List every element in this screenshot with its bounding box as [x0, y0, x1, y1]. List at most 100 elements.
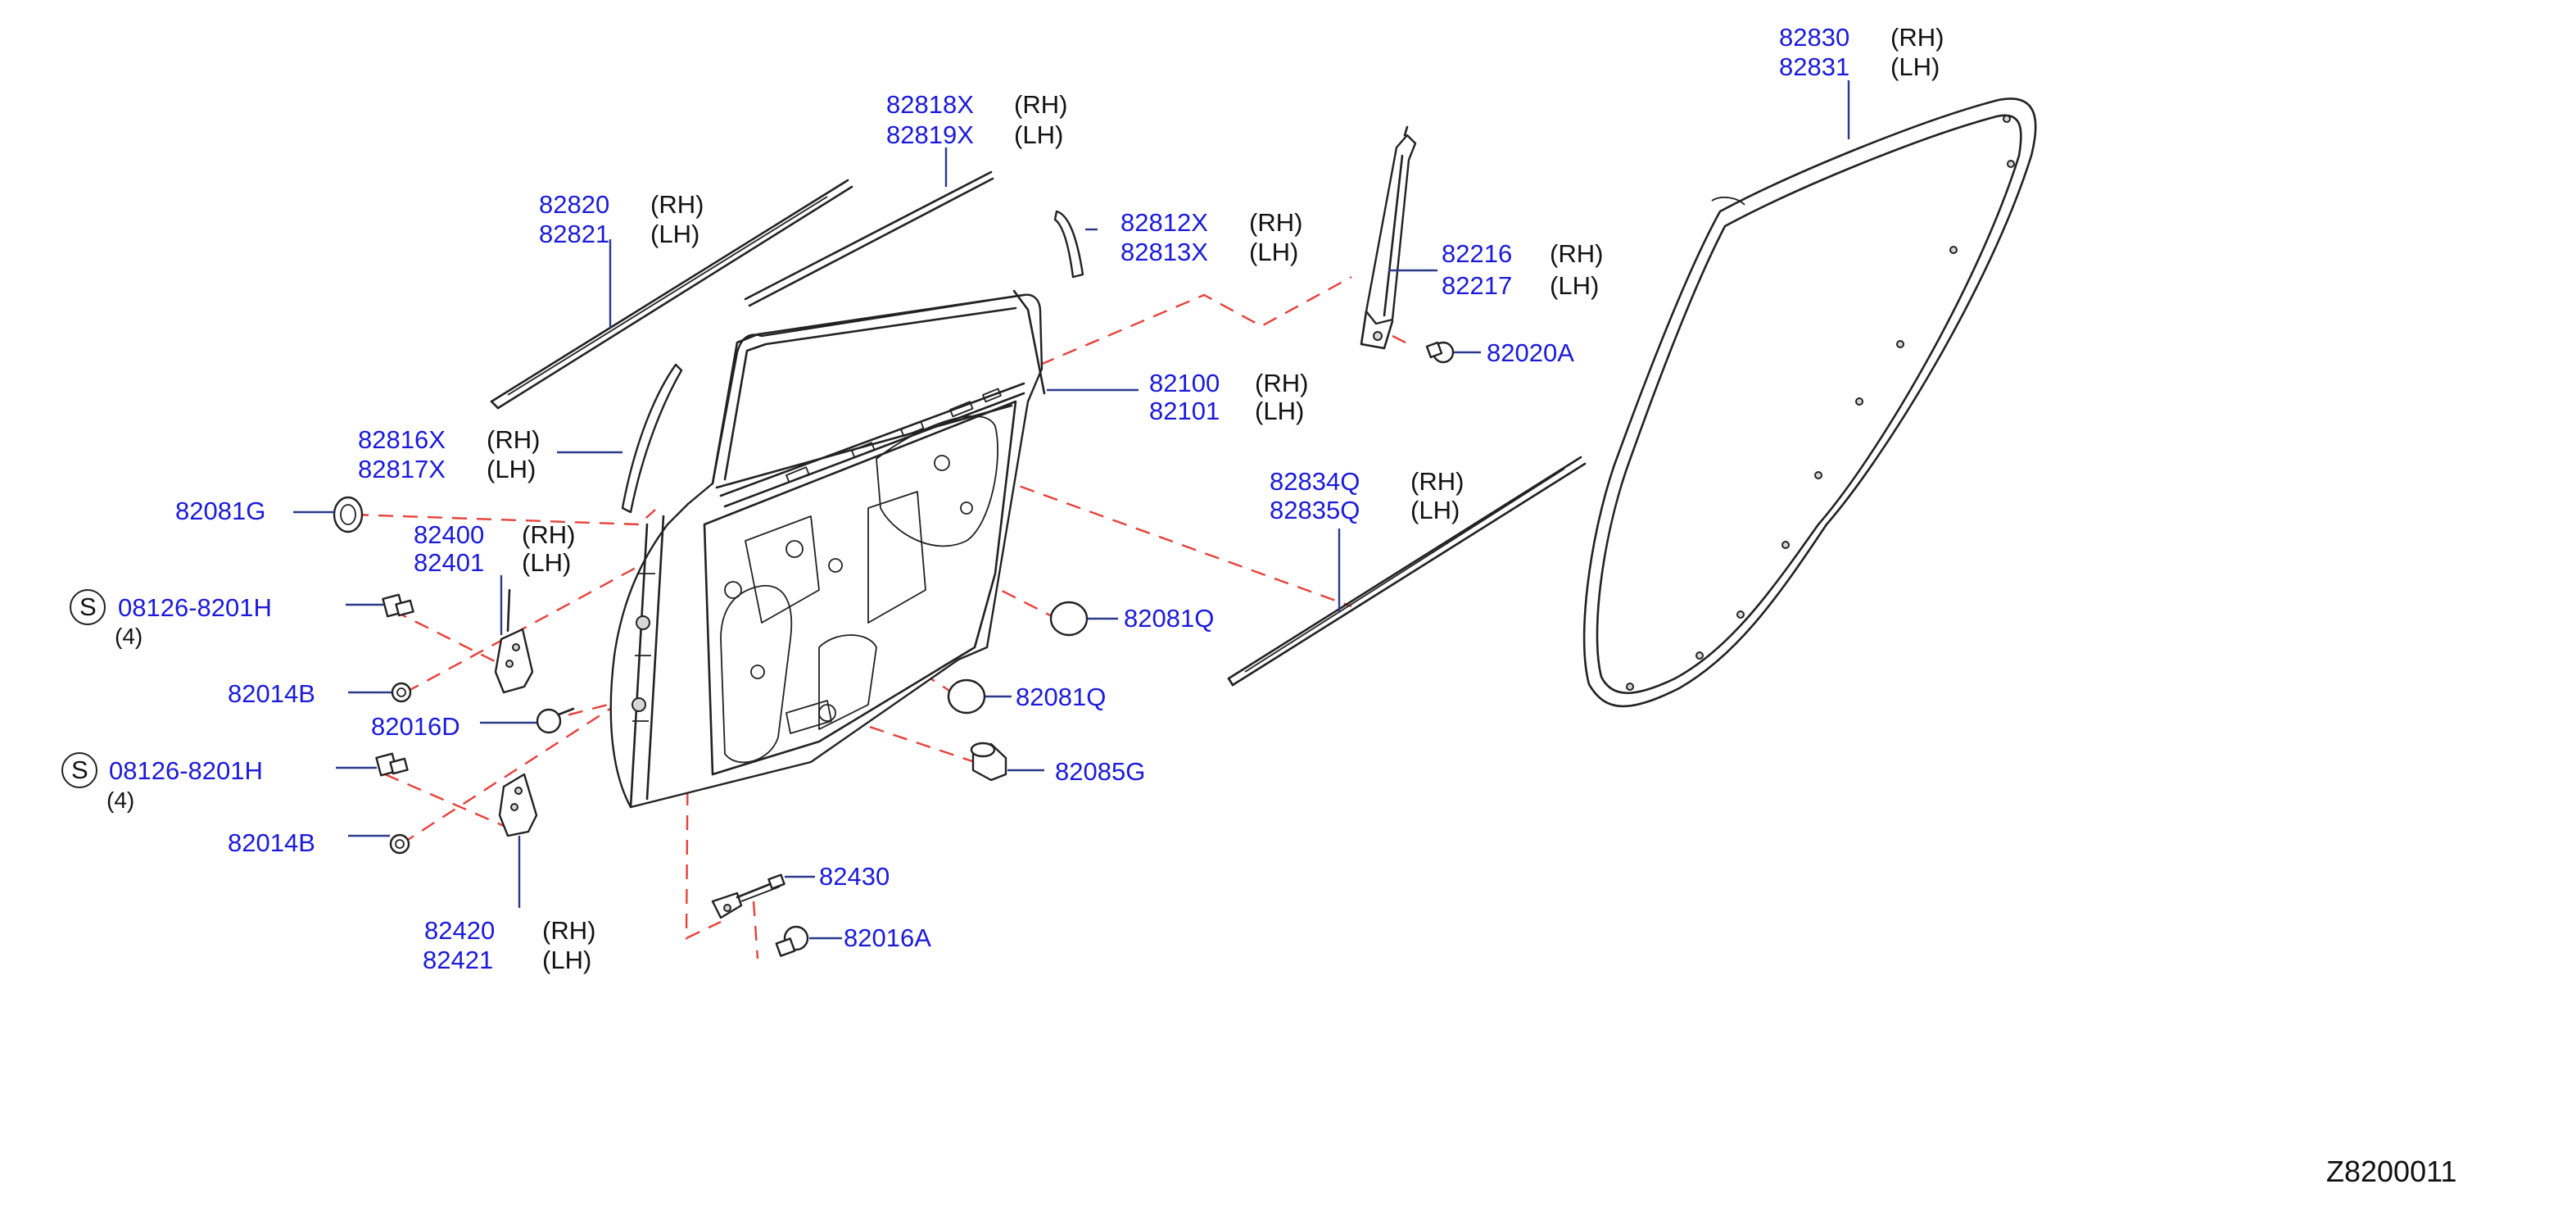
part-number-82821[interactable]: 82821 [539, 220, 609, 248]
door-weatherstrip-82830[interactable] [1582, 98, 2037, 708]
hinge-lower-82420[interactable] [498, 773, 538, 837]
nut-82014B-lower[interactable] [389, 833, 410, 855]
standard-part-symbol-letter: S [71, 755, 88, 784]
part-number-82820[interactable]: 82820 [539, 190, 609, 219]
callout-08126-upper[interactable]: S 08126-8201H (4) [70, 589, 272, 649]
grommet-82081G[interactable] [333, 496, 364, 533]
callout-82081Q-a[interactable]: 82081Q [1124, 604, 1214, 633]
part-number-82081G[interactable]: 82081G [175, 497, 265, 525]
part-number-82216[interactable]: 82216 [1442, 239, 1512, 268]
nut-82014B-upper[interactable] [391, 682, 412, 703]
callout-82420[interactable]: 82420 82421 (RH) (LH) [423, 916, 595, 974]
side-label-lh: (LH) [522, 548, 571, 577]
bumper-82085G[interactable] [970, 742, 1007, 782]
side-label-rh: (RH) [487, 425, 540, 454]
leader-lines [293, 80, 1850, 940]
part-number-82400[interactable]: 82400 [414, 520, 484, 549]
part-number-82016D[interactable]: 82016D [371, 712, 460, 741]
bolt-08126-lower[interactable] [375, 752, 409, 777]
bolt-08126-upper[interactable] [382, 593, 414, 618]
callout-82085G[interactable]: 82085G [1055, 757, 1145, 786]
part-number-82020A[interactable]: 82020A [1487, 338, 1574, 367]
callout-82016D[interactable]: 82016D [371, 712, 460, 741]
part-number-82421[interactable]: 82421 [423, 946, 493, 974]
callout-08126-lower[interactable]: S 08126-8201H (4) [61, 752, 263, 813]
side-label-lh: (LH) [1550, 271, 1599, 300]
part-number-82085G[interactable]: 82085G [1055, 757, 1145, 786]
callout-82081Q-b[interactable]: 82081Q [1016, 683, 1106, 711]
part-number-82014B[interactable]: 82014B [228, 828, 315, 857]
weatherstrip-clips [1626, 115, 2015, 691]
sash-bracket-82216[interactable] [1360, 125, 1417, 350]
sash-trim-82812X[interactable] [1053, 210, 1084, 279]
standard-part-symbol [61, 752, 97, 788]
door-panel[interactable] [609, 289, 1046, 809]
bolt-82016A[interactable] [775, 925, 809, 957]
bolt-82016D[interactable] [536, 707, 575, 734]
plug-82081Q-b[interactable] [947, 678, 986, 715]
side-label-rh: (RH) [1249, 208, 1302, 237]
outer-moulding-82834Q[interactable] [1227, 456, 1587, 687]
part-number-82081Q[interactable]: 82081Q [1016, 683, 1106, 711]
callout-82830[interactable]: 82830 82831 (RH) (LH) [1779, 23, 1944, 81]
bolt-82020A[interactable] [1425, 341, 1455, 364]
callout-82400[interactable]: 82400 82401 (RH) (LH) [414, 520, 575, 577]
quantity-label: (4) [115, 624, 143, 649]
standard-part-symbol [70, 589, 106, 625]
side-label-lh: (LH) [650, 220, 699, 248]
callout-82834Q[interactable]: 82834Q 82835Q (RH) (LH) [1270, 467, 1464, 524]
part-number-82813X[interactable]: 82813X [1120, 238, 1208, 266]
part-number-08126-8201H[interactable]: 08126-8201H [118, 593, 272, 622]
side-label-rh: (RH) [650, 190, 704, 219]
side-label-lh: (LH) [1249, 238, 1298, 266]
part-number-82831[interactable]: 82831 [1779, 52, 1849, 81]
callout-82816X[interactable]: 82816X 82817X (RH) (LH) [358, 425, 540, 483]
side-label-lh: (LH) [1890, 52, 1940, 81]
side-label-rh: (RH) [1255, 369, 1308, 397]
hinge-upper-82400[interactable] [494, 588, 534, 694]
callout-82014B-upper[interactable]: 82014B [228, 679, 315, 708]
part-number-82819X[interactable]: 82819X [886, 120, 974, 149]
part-number-82816X[interactable]: 82816X [358, 425, 446, 454]
part-number-82401[interactable]: 82401 [414, 548, 484, 577]
side-label-rh: (RH) [1550, 239, 1603, 268]
side-label-lh: (LH) [1014, 120, 1063, 149]
plug-82081Q-a[interactable] [1049, 601, 1089, 637]
quantity-label: (4) [106, 787, 134, 813]
side-label-rh: (RH) [1890, 23, 1944, 52]
part-number-82812X[interactable]: 82812X [1120, 208, 1208, 237]
part-number-82100[interactable]: 82100 [1149, 369, 1220, 397]
front-channel-82816X[interactable] [621, 363, 683, 514]
callout-82014B-lower[interactable]: 82014B [228, 828, 315, 857]
callout-82020A[interactable]: 82020A [1487, 338, 1574, 367]
part-number-82817X[interactable]: 82817X [358, 455, 446, 483]
callout-82016A[interactable]: 82016A [844, 923, 931, 952]
callout-82820[interactable]: 82820 82821 (RH) (LH) [539, 190, 704, 248]
side-label-lh: (LH) [1255, 397, 1304, 425]
callout-82081G[interactable]: 82081G [175, 497, 265, 525]
moulding-82820[interactable] [490, 179, 853, 410]
part-number-82217[interactable]: 82217 [1442, 271, 1512, 300]
side-label-rh: (RH) [1410, 467, 1464, 496]
side-label-rh: (RH) [522, 520, 575, 549]
part-number-82834Q[interactable]: 82834Q [1270, 467, 1360, 496]
part-number-82835Q[interactable]: 82835Q [1270, 496, 1360, 524]
callout-82216[interactable]: 82216 82217 (RH) (LH) [1442, 239, 1603, 300]
part-number-82014B[interactable]: 82014B [228, 679, 315, 708]
door-check-82430[interactable] [711, 873, 785, 919]
part-number-82016A[interactable]: 82016A [844, 923, 931, 952]
part-number-08126-8201H[interactable]: 08126-8201H [109, 756, 263, 785]
part-number-82430[interactable]: 82430 [819, 862, 890, 891]
part-number-82818X[interactable]: 82818X [886, 90, 974, 119]
callout-82100[interactable]: 82100 82101 (RH) (LH) [1149, 369, 1308, 425]
callout-82812X[interactable]: 82812X 82813X (RH) (LH) [1120, 208, 1302, 266]
callout-82430[interactable]: 82430 [819, 862, 890, 891]
part-number-82830[interactable]: 82830 [1779, 23, 1849, 52]
callout-82818X[interactable]: 82818X 82819X (RH) (LH) [886, 90, 1067, 149]
part-number-82081Q[interactable]: 82081Q [1124, 604, 1214, 633]
moulding-82818X[interactable] [744, 170, 994, 307]
side-label-lh: (LH) [542, 946, 591, 974]
part-number-82101[interactable]: 82101 [1149, 397, 1220, 425]
part-number-82420[interactable]: 82420 [424, 916, 495, 945]
